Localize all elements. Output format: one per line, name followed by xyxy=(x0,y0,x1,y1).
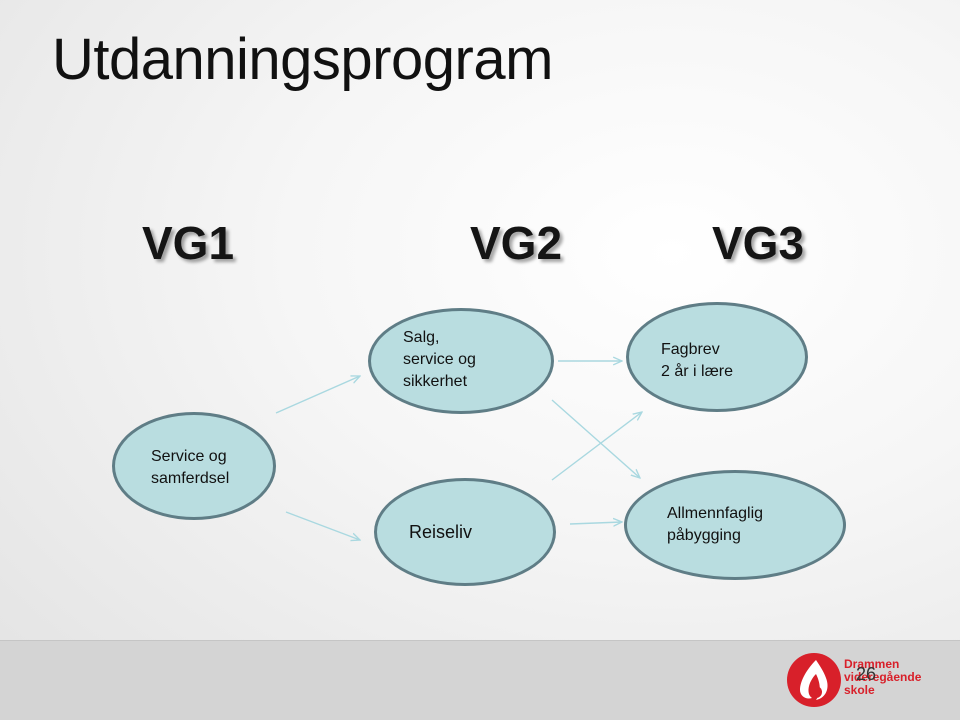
school-logo-text: Drammen videregående skole xyxy=(844,657,922,697)
node-salg-service-sikkerhet-label: Salg, service og sikkerhet xyxy=(403,329,476,390)
column-heading-vg2: VG2 xyxy=(470,217,563,269)
school-logo-icon xyxy=(787,653,841,707)
column-heading-vg1: VG1 xyxy=(142,217,235,269)
node-allmennfaglig-pabygging-label: Allmennfaglig påbygging xyxy=(667,505,764,544)
node-fagbrev: Fagbrev 2 år i lære xyxy=(626,302,808,412)
node-fagbrev-label: Fagbrev 2 år i lære xyxy=(661,341,734,380)
node-salg-service-sikkerhet: Salg, service og sikkerhet xyxy=(368,308,554,414)
page-number: 26 xyxy=(856,664,877,684)
node-allmennfaglig-pabygging: Allmennfaglig påbygging xyxy=(624,470,846,580)
node-service-og-samferdsel-label: Service og samferdsel xyxy=(151,448,230,487)
node-reiseliv: Reiseliv xyxy=(374,478,556,586)
arrow-reiseliv-to-fagbrev xyxy=(551,412,642,481)
column-heading-vg3: VG3 xyxy=(712,217,805,269)
arrow-service-to-reiseliv xyxy=(285,511,360,540)
arrow-salg-to-allmenn xyxy=(551,399,640,478)
school-logo: Drammen videregående skole xyxy=(786,652,936,708)
arrow-service-to-salg xyxy=(275,376,360,414)
page-title: Utdanningsprogram xyxy=(52,27,553,92)
arrow-reiseliv-to-allmenn xyxy=(569,522,622,524)
node-service-og-samferdsel: Service og samferdsel xyxy=(112,412,276,520)
node-reiseliv-label: Reiseliv xyxy=(409,522,473,542)
